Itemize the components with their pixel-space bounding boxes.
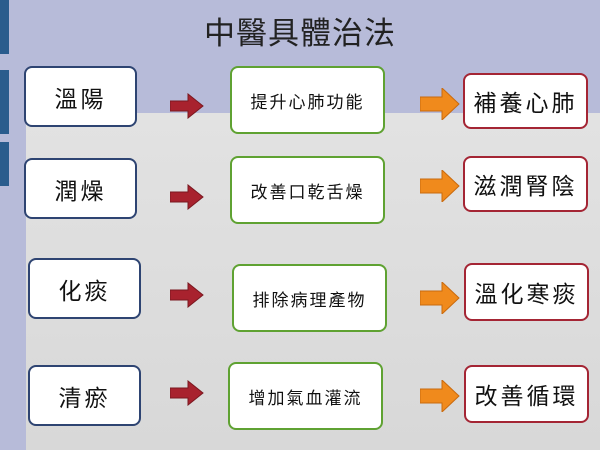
red-arrow-icon — [170, 184, 204, 210]
result-box-3: 溫化寒痰 — [464, 263, 589, 321]
orange-arrow-icon — [420, 282, 460, 314]
orange-arrow-icon — [420, 88, 460, 120]
method-box-4: 清瘀 — [28, 365, 141, 426]
method-box-2: 潤燥 — [24, 158, 137, 219]
method-box-3: 化痰 — [28, 258, 141, 319]
accent-bar — [0, 0, 9, 54]
orange-arrow-icon — [420, 170, 460, 202]
action-box-4: 增加氣血灌流 — [228, 362, 383, 430]
orange-arrow-icon — [420, 380, 460, 412]
accent-bar — [0, 142, 9, 186]
red-arrow-icon — [170, 93, 204, 119]
page-title: 中醫具體治法 — [204, 16, 396, 52]
red-arrow-icon — [170, 380, 204, 406]
action-box-2: 改善口乾舌燥 — [230, 156, 385, 224]
accent-bar — [0, 70, 9, 134]
action-box-3: 排除病理產物 — [232, 264, 387, 332]
result-box-4: 改善循環 — [464, 365, 589, 423]
method-box-1: 溫陽 — [24, 66, 137, 127]
red-arrow-icon — [170, 282, 204, 308]
action-box-1: 提升心肺功能 — [230, 66, 385, 134]
result-box-1: 補養心肺 — [463, 73, 588, 129]
result-box-2: 滋潤腎陰 — [463, 156, 588, 212]
